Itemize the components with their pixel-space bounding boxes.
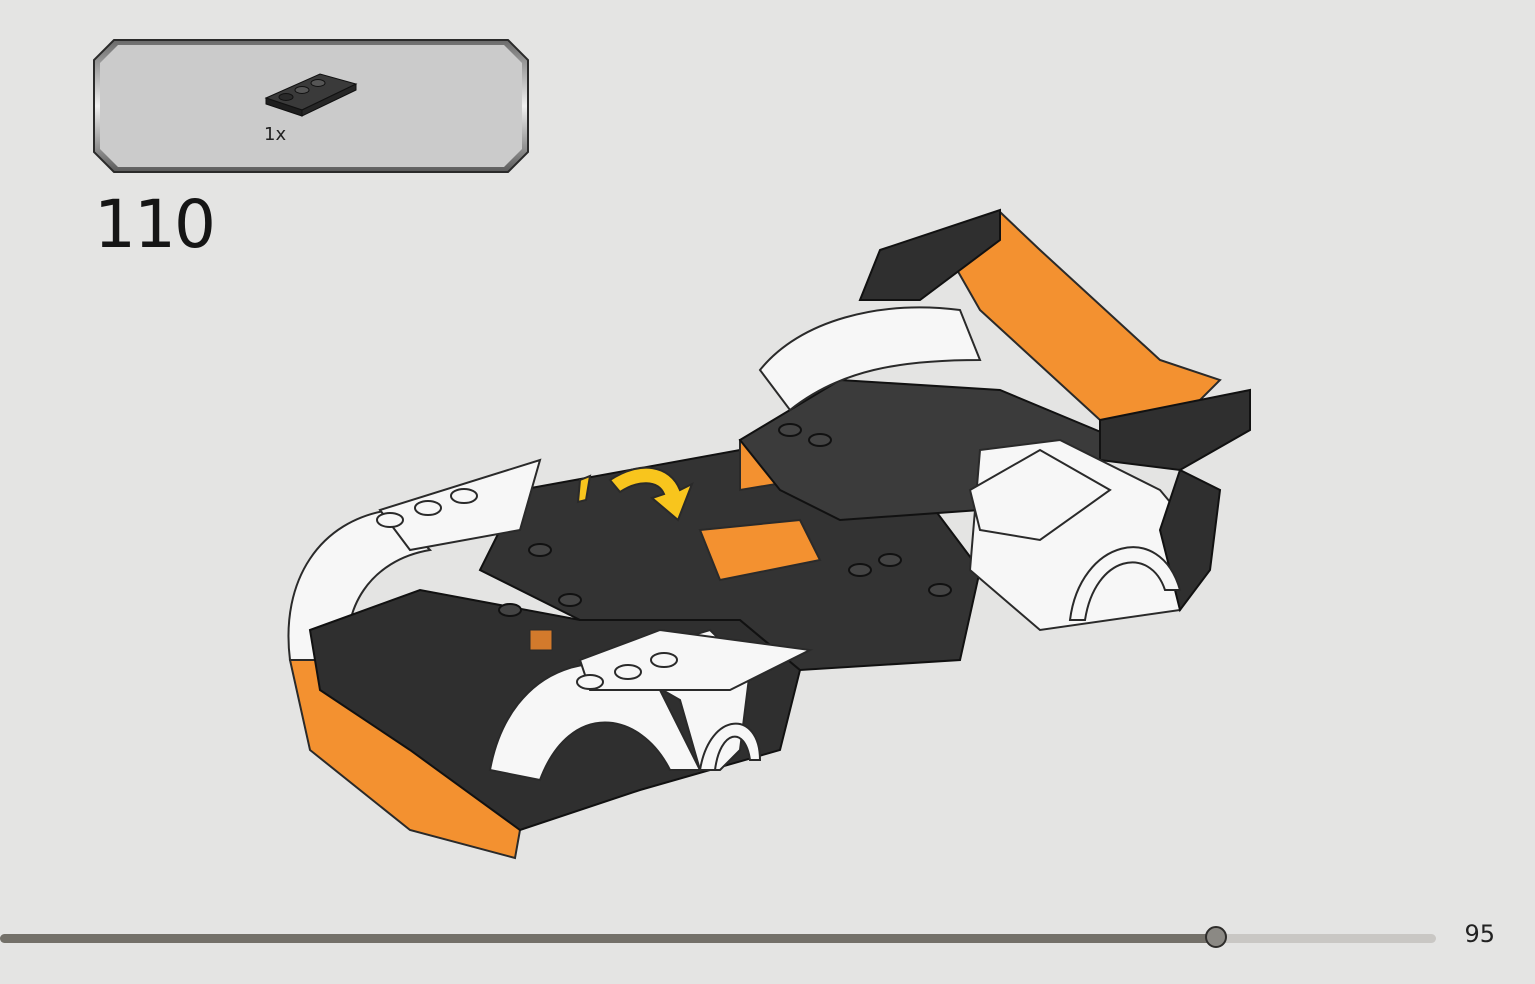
dark-studs <box>498 423 952 617</box>
car-model-illustration <box>287 208 1251 860</box>
front-left-arch <box>488 663 702 782</box>
studs <box>376 488 678 690</box>
center-orange-tiles <box>698 518 822 582</box>
page-number: 95 <box>1464 920 1495 948</box>
rear-right-arch <box>1068 546 1182 621</box>
rear-wing <box>938 210 1222 421</box>
progress-bar <box>0 924 1440 954</box>
rear-upper-fender <box>758 306 982 412</box>
rotation-arrow-tail <box>576 474 592 504</box>
front-wedge-left <box>378 458 542 552</box>
rotation-arrow-icon <box>608 466 694 522</box>
rear-left-wheel-arch <box>698 722 762 771</box>
part-quantity: 1x <box>264 124 287 145</box>
plate-1x3-icon <box>264 73 358 117</box>
progress-fill <box>0 934 1216 943</box>
step-number: 110 <box>94 186 216 263</box>
rear-wedge <box>968 448 1112 542</box>
rear-wing-dark <box>858 208 1001 301</box>
progress-knob <box>1205 926 1227 948</box>
parts-callout: 1x <box>92 38 530 174</box>
spring-detail <box>529 629 553 651</box>
rear-wing-edge <box>1099 388 1251 472</box>
